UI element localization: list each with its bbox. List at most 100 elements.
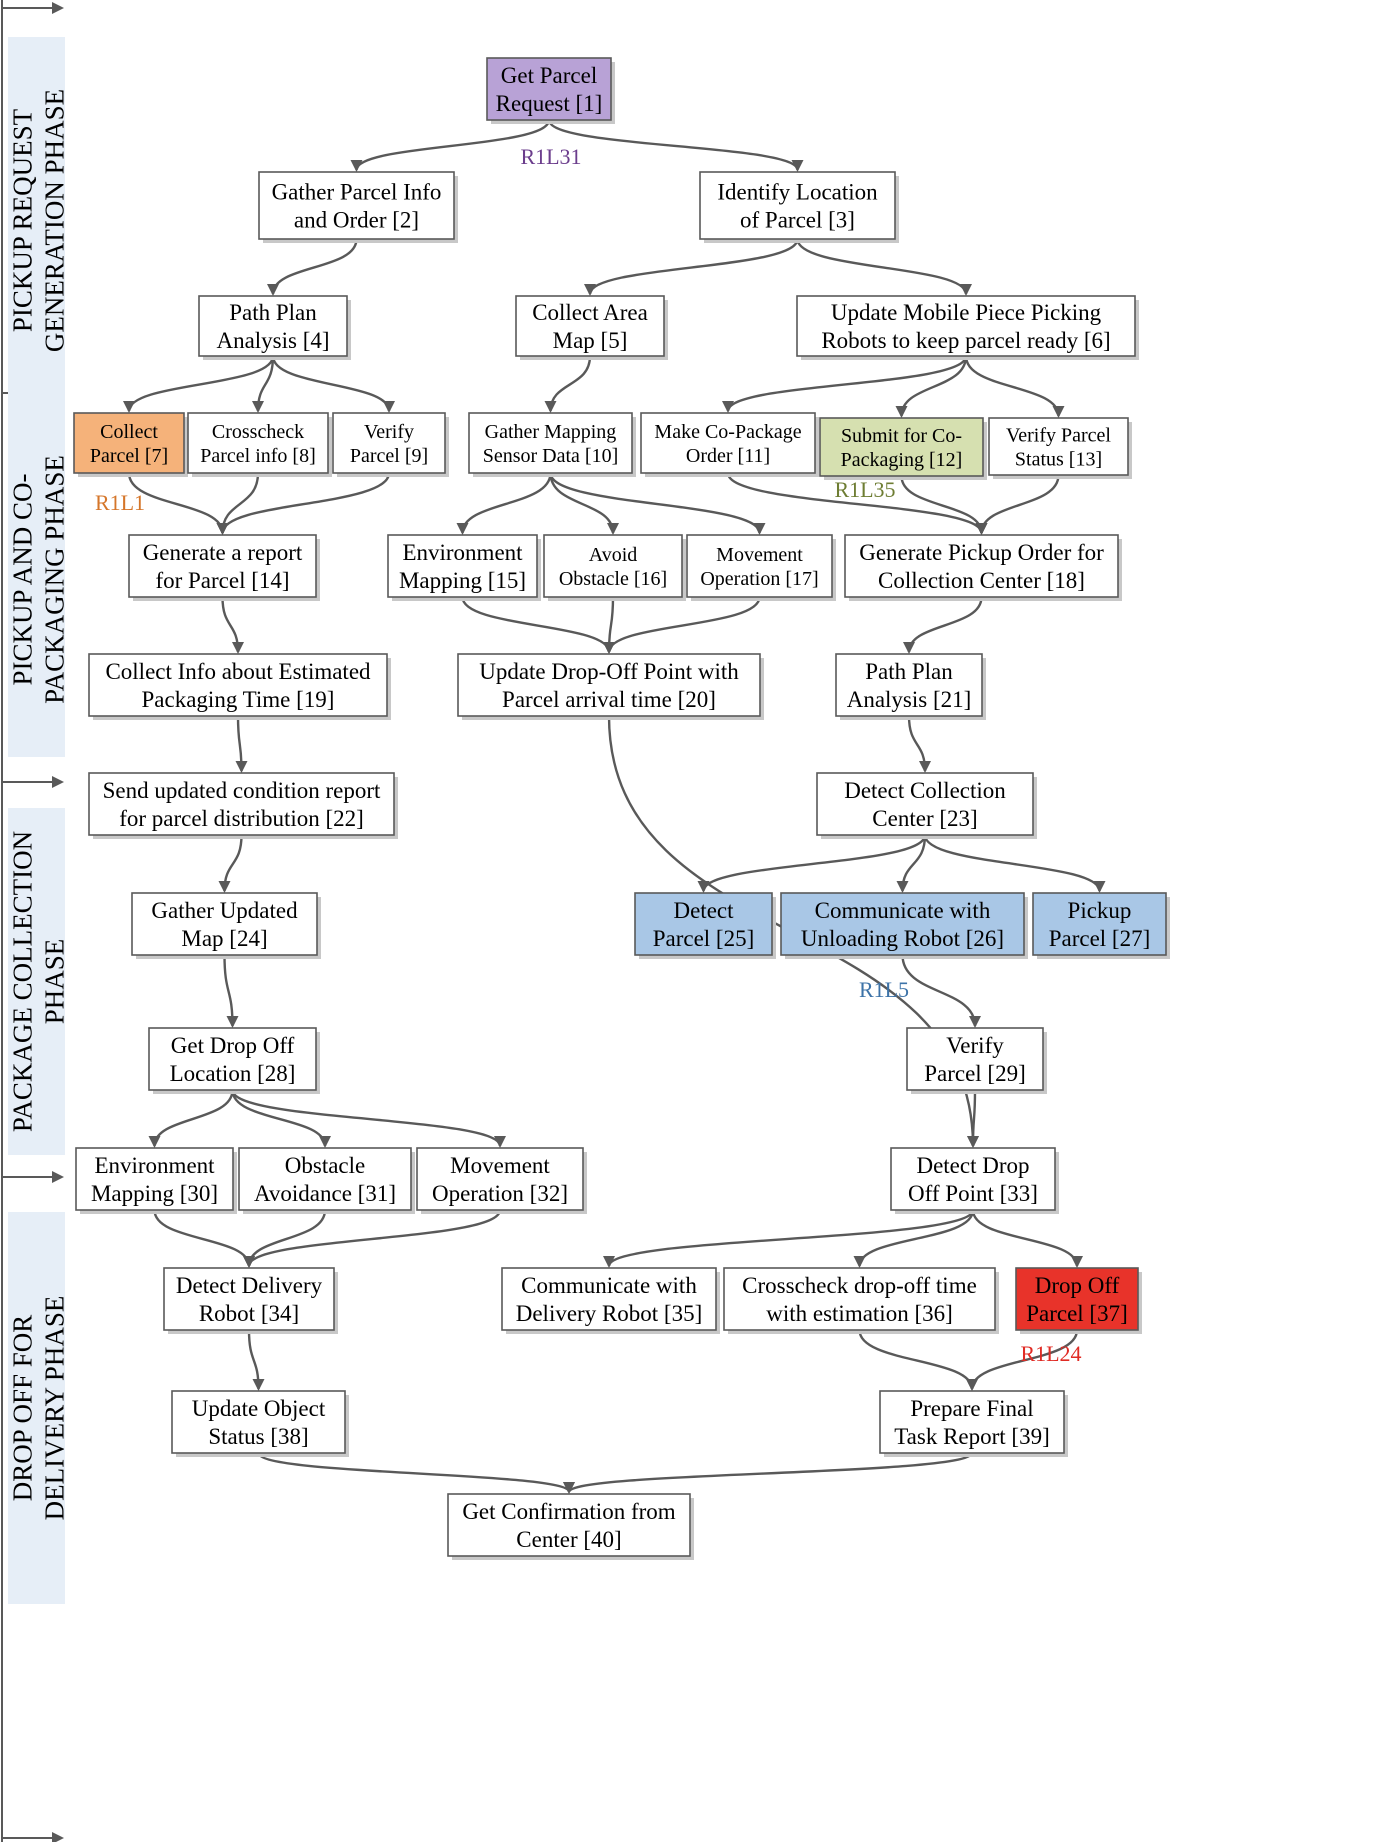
box-frame: [75, 1147, 234, 1211]
box-label-line: Identify Location: [717, 180, 878, 205]
box-label-line: Center [23]: [872, 806, 977, 831]
box-label-line: Prepare Final: [910, 1396, 1033, 1421]
box-label-line: Unloading Robot [26]: [801, 926, 1004, 951]
box-frame: [73, 412, 185, 474]
box-frame: [1032, 892, 1167, 956]
edge-31-to-34: [243, 1209, 327, 1268]
annotation-r1l35: R1L35: [834, 477, 895, 502]
edge-29-to-33: [967, 1089, 980, 1148]
box-label-line: Crosscheck drop-off time: [742, 1273, 977, 1298]
phase-title-line: PACKAGE COLLECTION: [8, 831, 38, 1132]
box-label-line: Send updated condition report: [103, 778, 381, 803]
box-label-line: Gather Parcel Info: [272, 180, 442, 205]
edge-24-to-28: [223, 954, 239, 1028]
edge-2-to-4: [267, 238, 358, 296]
connector-layer: [123, 119, 1106, 1494]
edge-1-to-2: [350, 119, 551, 172]
edge-26-to-29: [901, 954, 981, 1028]
box-label-line: Crosscheck: [212, 421, 304, 443]
box-label-line: of Parcel [3]: [740, 208, 855, 233]
edge-39-to-40: [563, 1451, 974, 1494]
box-label-line: Detect: [673, 898, 734, 923]
edge-33-to-36: [853, 1209, 975, 1268]
edge-28-to-31: [231, 1089, 331, 1148]
box-label-line: Verify: [946, 1033, 1004, 1058]
edge-13-to-18: [975, 474, 1060, 535]
box-label-line: Update Drop-Off Point with: [479, 659, 739, 684]
box-label-line: Path Plan: [865, 659, 953, 684]
box-label-line: Collection Center [18]: [878, 568, 1085, 593]
box-label-line: Get Drop Off: [171, 1033, 295, 1058]
edge-28-to-32: [231, 1089, 506, 1148]
box-label-line: Sensor Data [10]: [483, 445, 619, 467]
box-frame: [163, 1267, 335, 1331]
box-label-line: Operation [17]: [700, 568, 818, 590]
phase-title-line: GENERATION PHASE: [40, 89, 70, 352]
box-label-line: Off Point [33]: [908, 1181, 1038, 1206]
phase-band-p1: PICKUP REQUESTGENERATION PHASE: [8, 37, 70, 404]
edge-3-to-6: [796, 238, 972, 296]
box-label-line: Parcel [29]: [924, 1061, 1026, 1086]
edge-23-to-25: [697, 834, 927, 893]
edge-1-to-3: [547, 119, 804, 172]
box-frame: [447, 1493, 691, 1557]
phase-band-bg: [8, 808, 65, 1155]
phase-title: PACKAGE COLLECTIONPHASE: [8, 831, 70, 1132]
edge-28-to-30: [148, 1089, 234, 1148]
box-label-line: Drop Off: [1035, 1273, 1120, 1298]
box-label-line: Update Mobile Piece Picking: [831, 300, 1102, 325]
box-label-line: Detect Delivery: [176, 1273, 323, 1298]
edge-34-to-38: [247, 1329, 265, 1391]
phase-title: PICKUP REQUESTGENERATION PHASE: [8, 89, 70, 352]
edge-33-to-35: [603, 1209, 975, 1268]
box-frame: [501, 1267, 717, 1331]
box-label-line: Make Co-Package: [654, 421, 801, 443]
box-frame: [515, 295, 665, 357]
box-label-line: Movement: [450, 1153, 550, 1178]
box-label-line: Status [13]: [1015, 449, 1102, 471]
box-label-line: Order [11]: [686, 445, 770, 467]
edge-19-to-22: [235, 715, 248, 773]
box-frame: [238, 1147, 412, 1211]
box-frame: [879, 1390, 1065, 1454]
phase-band-p3: PACKAGE COLLECTIONPHASE: [8, 808, 70, 1155]
phase-band-bg: [8, 1212, 65, 1604]
box-label-line: Delivery Robot [35]: [516, 1301, 703, 1326]
box-label-line: Request [1]: [496, 91, 603, 116]
box-label-line: Obstacle: [285, 1153, 365, 1178]
box-label-line: Collect: [100, 421, 158, 443]
box-label-line: Update Object: [192, 1396, 326, 1421]
box-label-line: Detect Drop: [916, 1153, 1029, 1178]
phase-title-line: PICKUP REQUEST: [8, 108, 38, 332]
box-label-line: Verify: [364, 421, 414, 443]
phase-band-bg: [8, 402, 65, 757]
box-label-line: Map [5]: [553, 328, 628, 353]
box-frame: [634, 892, 773, 956]
box-label-line: Collect Info about Estimated: [105, 659, 371, 684]
edge-17-to-20: [603, 596, 761, 654]
